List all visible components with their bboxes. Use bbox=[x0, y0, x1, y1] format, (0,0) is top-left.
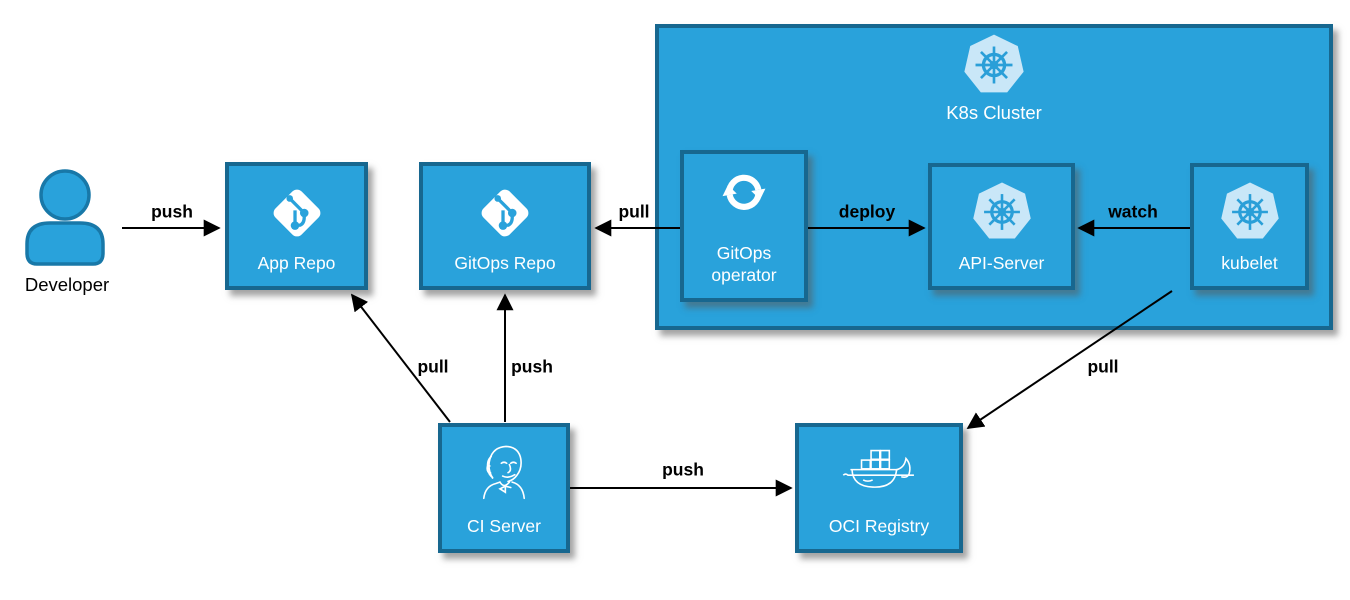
node-kubelet: kubelet bbox=[1190, 163, 1309, 290]
edge-label-watch: watch bbox=[1108, 201, 1158, 222]
edge-label-pull-ci: pull bbox=[417, 356, 449, 377]
app-repo-label: App Repo bbox=[257, 252, 336, 273]
docker-whale-icon bbox=[842, 449, 914, 488]
node-ci-server: CI Server bbox=[438, 423, 570, 553]
gitops-repo-label: GitOps Repo bbox=[454, 252, 556, 273]
developer-label: Developer bbox=[24, 274, 110, 295]
kubernetes-icon bbox=[964, 34, 1024, 93]
edge-label-push-developer: push bbox=[151, 201, 193, 222]
k8s-cluster-label: K8s Cluster bbox=[946, 102, 1042, 123]
node-app-repo: App Repo bbox=[225, 162, 368, 290]
node-gitops-operator: GitOps operator bbox=[680, 150, 808, 302]
ci-server-label: CI Server bbox=[467, 515, 541, 536]
oci-registry-label: OCI Registry bbox=[828, 515, 930, 536]
edge-label-push-ci-oci: push bbox=[662, 459, 704, 480]
git-icon bbox=[481, 189, 529, 237]
kubelet-label: kubelet bbox=[1221, 252, 1278, 273]
node-gitops-repo: GitOps Repo bbox=[419, 162, 591, 290]
jenkins-butler-icon bbox=[482, 445, 526, 500]
api-server-label: API-Server bbox=[958, 252, 1045, 273]
person-icon bbox=[25, 169, 105, 266]
gitops-operator-label: GitOps operator bbox=[711, 243, 777, 285]
edge-label-pull-operator: pull bbox=[618, 201, 650, 222]
kubernetes-icon bbox=[972, 182, 1031, 239]
edge-label-deploy: deploy bbox=[838, 201, 896, 222]
git-icon bbox=[273, 189, 320, 237]
k8s-cluster-header: K8s Cluster bbox=[659, 32, 1329, 124]
node-oci-registry: OCI Registry bbox=[795, 423, 963, 553]
node-api-server: API-Server bbox=[928, 163, 1075, 290]
edge-label-push-ci-gitops: push bbox=[511, 356, 553, 377]
kubernetes-icon bbox=[1220, 182, 1279, 239]
edge-label-pull-kubelet: pull bbox=[1087, 356, 1119, 377]
sync-icon bbox=[722, 174, 766, 210]
